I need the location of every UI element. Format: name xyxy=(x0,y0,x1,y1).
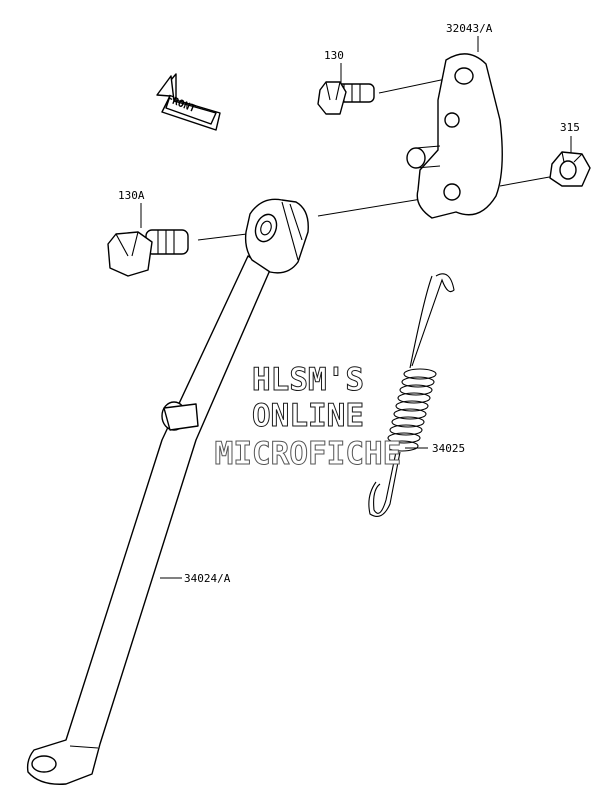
callout-34025: 34025 xyxy=(432,442,465,455)
callout-labels: 32043/A 130 315 130A 34025 34024/A xyxy=(118,22,580,585)
spring-coils xyxy=(385,368,437,452)
bracket-32043[interactable] xyxy=(406,53,503,219)
callout-130: 130 xyxy=(324,49,344,62)
callout-130a: 130A xyxy=(118,189,145,202)
watermark-line-3: MICROFICHE xyxy=(215,436,402,472)
bolt-130[interactable] xyxy=(317,81,375,115)
watermark-line-2: ONLINE xyxy=(252,398,364,434)
watermark: HLSM'S ONLINE MICROFICHE xyxy=(214,362,402,473)
callout-34024: 34024/A xyxy=(184,572,231,585)
watermark-line-1: HLSM'S xyxy=(252,362,364,398)
side-stand-34024[interactable] xyxy=(26,198,309,785)
callout-32043: 32043/A xyxy=(446,22,493,35)
bolt-130a[interactable] xyxy=(107,229,189,277)
front-arrow: FRONT xyxy=(156,73,221,131)
spring-34025[interactable] xyxy=(368,273,455,517)
callout-315: 315 xyxy=(560,121,580,134)
nut-315[interactable] xyxy=(549,151,591,187)
